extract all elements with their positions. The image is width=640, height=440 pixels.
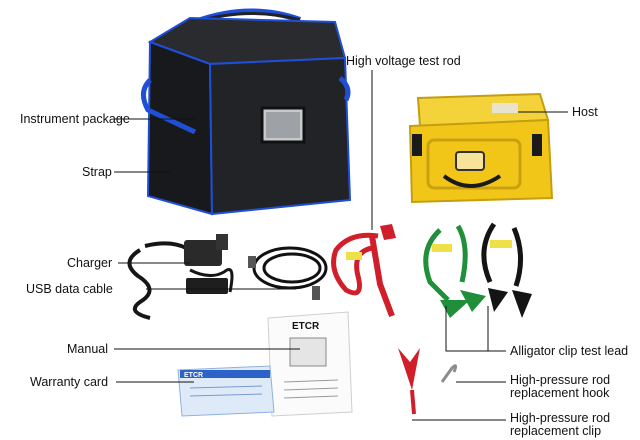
manual-brand: ETCR bbox=[292, 321, 320, 332]
manual bbox=[267, 311, 353, 417]
label-warranty-card: Warranty card bbox=[30, 375, 109, 389]
leader-lines bbox=[114, 70, 568, 421]
high-voltage-test-rod bbox=[331, 224, 396, 318]
label-strap: Strap bbox=[82, 165, 112, 179]
label-high-voltage-test-rod: High voltage test rod bbox=[346, 54, 461, 68]
label-host: Host bbox=[572, 105, 598, 119]
replacement-clip bbox=[398, 348, 420, 415]
label-hp-rod-clip-line2: replacement clip bbox=[510, 424, 602, 438]
label-hp-rod-hook-line2: replacement hook bbox=[510, 386, 610, 400]
warranty-brand: ETCR bbox=[184, 372, 204, 379]
charger bbox=[127, 234, 234, 320]
label-instrument-package: Instrument package bbox=[20, 112, 130, 126]
label-charger: Charger bbox=[67, 256, 113, 270]
label-hp-rod-hook-line1: High-pressure rod bbox=[510, 373, 611, 387]
label-manual: Manual bbox=[67, 342, 108, 356]
usb-cable bbox=[248, 246, 328, 300]
alligator-leads bbox=[423, 222, 532, 318]
warranty-card bbox=[177, 365, 275, 417]
instrument-bag bbox=[141, 8, 352, 216]
label-usb-data-cable: USB data cable bbox=[26, 282, 113, 296]
host-case bbox=[408, 92, 554, 204]
replacement-hook bbox=[440, 364, 458, 383]
leader-alligator-green bbox=[445, 306, 506, 352]
label-alligator-clip-test-lead: Alligator clip test lead bbox=[510, 344, 629, 358]
label-hp-rod-clip-line1: High-pressure rod bbox=[510, 411, 611, 425]
